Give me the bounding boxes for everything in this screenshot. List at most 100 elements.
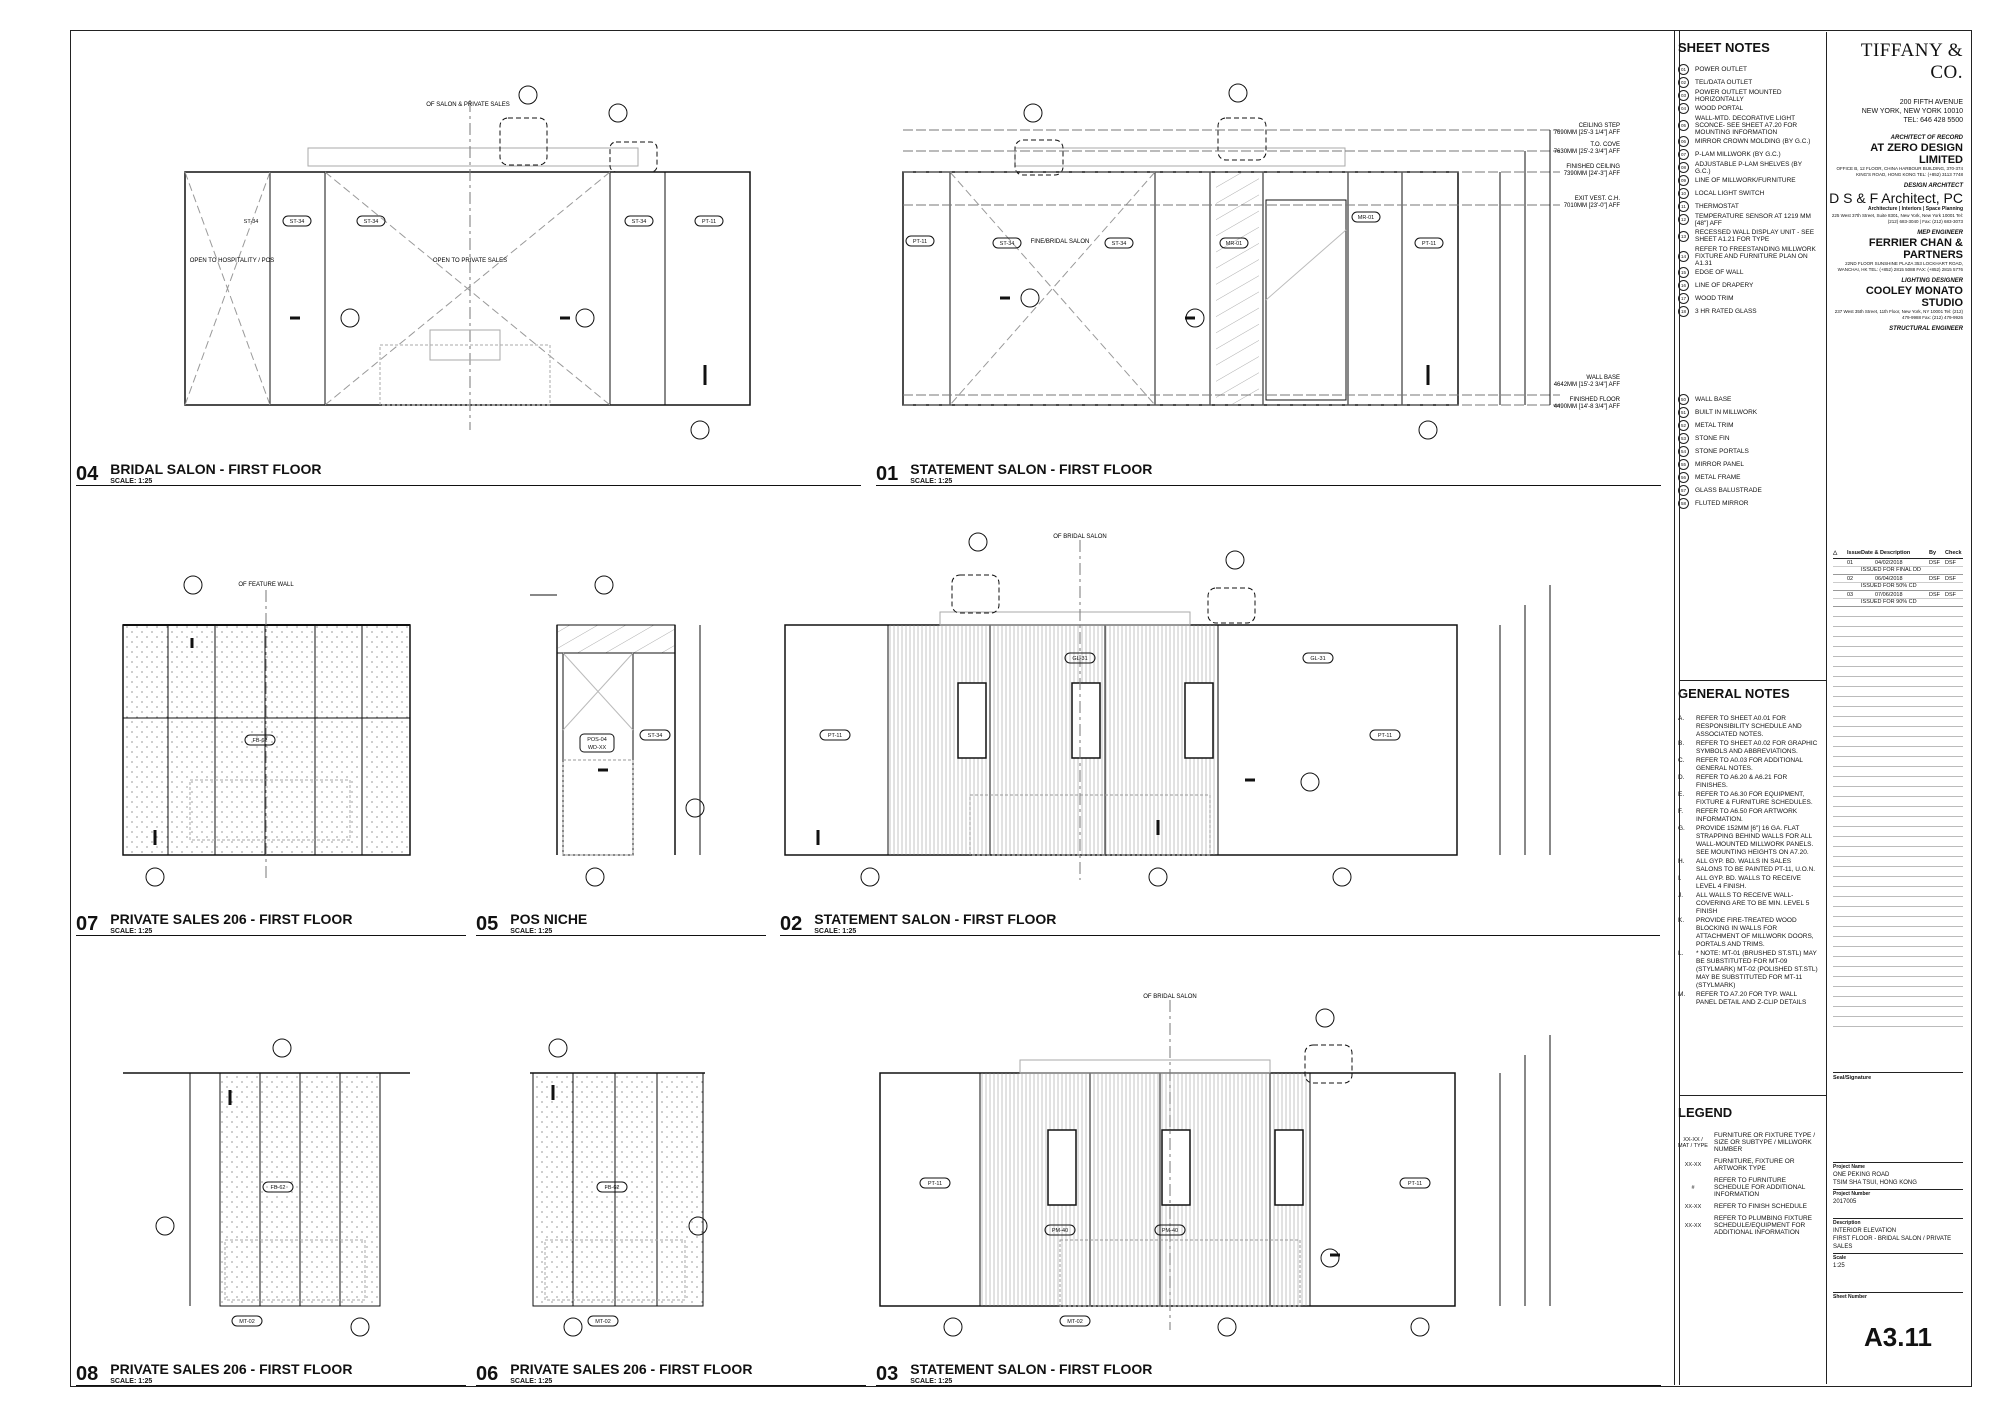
fin-floor-value: 4490MM [14'-8 3/4"] AFF (1554, 404, 1621, 410)
note-text: POWER OUTLET (1695, 66, 1748, 73)
legend-symbol: XX-XX / MAT / TYPE (1678, 1136, 1708, 1149)
view-02-statement-salon: OF BRIDAL SALON (784, 534, 1551, 880)
general-note: M.REFER TO A7.20 FOR TYP. WALL PANEL DET… (1678, 991, 1818, 1007)
note-text: 3 HR RATED GLASS (1695, 308, 1757, 315)
legend-symbol: XX-XX (1684, 1203, 1702, 1210)
note-text: ADJUSTABLE P-LAM SHELVES (BY G.C.) (1695, 160, 1802, 175)
issue-by: DSF (1929, 560, 1940, 566)
ceiling-step-label: CEILING STEP (1579, 123, 1620, 129)
wall-base-value: 4642MM [15'-2 3/4"] AFF (1554, 382, 1621, 388)
note-text: EDGE OF WALL (1695, 269, 1744, 276)
exit-vest-label: EXIT VEST. C.H. (1575, 196, 1621, 202)
general-notes-title: GENERAL NOTES (1678, 686, 1790, 701)
view-title-text: PRIVATE SALES 206 - FIRST FLOOR (510, 1361, 753, 1377)
note-text: MIRROR CROWN MOLDING (BY G.C.) (1695, 138, 1811, 145)
note-number: 02 (1678, 77, 1689, 88)
note-letter: H. (1678, 858, 1685, 865)
project-name-label: Project Name (1833, 1162, 1963, 1171)
general-note: B.REFER TO SHEET A0.02 FOR GRAPHIC SYMBO… (1678, 740, 1818, 756)
general-note: G.PROVIDE 152MM [6"] 16 GA. FLAT STRAPPI… (1678, 825, 1818, 857)
legend-title: LEGEND (1678, 1105, 1733, 1120)
note-number: 06 (1678, 136, 1689, 147)
sheet-number-label: Sheet Number (1833, 1292, 1963, 1301)
view-number: 07 (76, 913, 99, 935)
tag-st34-c: ST-34 (364, 219, 379, 225)
view-scale: SCALE: 1:25 (110, 1378, 153, 1385)
sheet-note: 15 EDGE OF WALL (1678, 266, 1818, 279)
role-mep: MEP ENGINEER (1917, 230, 1963, 236)
note-letter: K. (1678, 917, 1685, 924)
view-04-bridal-salon: OF SALON & PRIVATE SALES OPEN TO HOSPITA… (184, 100, 751, 430)
role-lighting: LIGHTING DESIGNER (1901, 278, 1963, 284)
tag-st34-a: ST-34 (244, 219, 259, 225)
note-number: 50 (1678, 394, 1689, 405)
issue-check: DSF (1945, 576, 1956, 582)
note-text: PROVIDE 152MM [6"] 16 GA. FLAT STRAPPING… (1696, 825, 1814, 856)
issue-no: 02 (1847, 576, 1854, 582)
view-scale: SCALE: 1:25 (814, 928, 857, 935)
firm-cooley-address: 237 West 35th Street, 11th Floor, New Yo… (1834, 309, 1963, 320)
note-text: ALL WALLS TO RECEIVE WALL-COVERING ARE T… (1696, 892, 1810, 915)
tag-pt11-g: PT-11 (928, 1181, 942, 1187)
view-title-text: STATEMENT SALON - FIRST FLOOR (814, 911, 1057, 927)
note-number: 16 (1678, 280, 1689, 291)
note-text: TEL/DATA OUTLET (1695, 79, 1753, 86)
title-block: TIFFANY & CO. 200 FIFTH AVENUE NEW YORK,… (1826, 32, 1969, 1384)
general-note: I.ALL GYP. BD. WALLS TO RECEIVE LEVEL 4 … (1678, 875, 1818, 891)
fin-ceiling-value: 7390MM [24'-3"] AFF (1564, 171, 1621, 177)
by-col: By (1929, 550, 1937, 556)
note-number: 03 (1678, 90, 1689, 101)
to-cove-value: 7630MM [25'-2 3/4"] AFF (1554, 149, 1621, 155)
note-number: 17 (1678, 293, 1689, 304)
open-private-label: OPEN TO PRIVATE SALES (433, 258, 507, 264)
tag-pt11-e: PT-11 (1378, 733, 1392, 739)
issue-col: Issue (1847, 550, 1862, 556)
note-text: STONE FIN (1695, 435, 1730, 442)
triangle-icon: △ (1833, 550, 1838, 556)
drawing-sheet-border (70, 30, 1972, 1387)
view-06-private-sales (530, 1072, 705, 1307)
notes-column-divider (1674, 30, 1675, 1385)
legend-text: FURNITURE, FIXTURE OR ARTWORK TYPE (1714, 1158, 1795, 1172)
note-text: REFER TO FREESTANDING MILLWORK FIXTURE A… (1695, 245, 1816, 267)
note-text: WOOD TRIM (1695, 295, 1734, 302)
fin-floor-label: FINISHED FLOOR (1570, 397, 1621, 403)
general-note: C.REFER TO A0.03 FOR ADDITIONAL GENERAL … (1678, 757, 1818, 773)
note-text: STONE PORTALS (1695, 448, 1749, 455)
issue-desc: ISSUED FOR FINAL DD (1833, 566, 1963, 573)
sheet-note: 06 MIRROR CROWN MOLDING (BY G.C.) (1678, 135, 1818, 148)
note-number: 09 (1678, 175, 1689, 186)
tag-pt11-c: PT-11 (1422, 241, 1436, 247)
note-text: * NOTE: MT-01 (BRUSHED ST.STL) MAY BE SU… (1696, 950, 1818, 989)
client-address-1: 200 FIFTH AVENUE (1899, 99, 1963, 106)
note-text: BUILT IN MILLWORK (1695, 409, 1758, 416)
cl-salon-label: OF SALON & PRIVATE SALES (426, 102, 509, 108)
elevation-drawings: OF SALON & PRIVATE SALES OPEN TO HOSPITA… (122, 83, 1621, 1337)
tag-pm40-b: PM-40 (1162, 1228, 1178, 1234)
tag-pos04: POS-04 (587, 737, 607, 743)
firm-dsf-sub: Architecture | Interiors | Space Plannin… (1867, 206, 1963, 212)
issue-desc: ISSUED FOR 50% CD (1833, 582, 1963, 589)
tag-pm40-a: PM-40 (1052, 1228, 1068, 1234)
tag-pt11-b: PT-11 (913, 239, 927, 245)
firm-ferrier-address: 22ND FLOOR SUNSHINE PLAZA 353 LOCKHART R… (1837, 261, 1963, 272)
scale-label: Scale (1833, 1253, 1963, 1262)
annotation-tags: ST-34 ST-34 ST-34 ST-34 PT-11 PT-11 ST-3… (145, 83, 1444, 1337)
note-text: WALL-MTD. DECORATIVE LIGHT SCONCE- SEE S… (1695, 114, 1798, 136)
tag-fb62-a: FB-62 (253, 738, 268, 744)
client-tel: TEL: 646 428 5500 (1903, 117, 1963, 124)
note-number: 15 (1678, 267, 1689, 278)
seal-area: Seal/Signature (1833, 1072, 1963, 1081)
client-address-2: NEW YORK, NEW YORK 10010 (1861, 108, 1963, 115)
general-note: L.* NOTE: MT-01 (BRUSHED ST.STL) MAY BE … (1678, 950, 1818, 990)
